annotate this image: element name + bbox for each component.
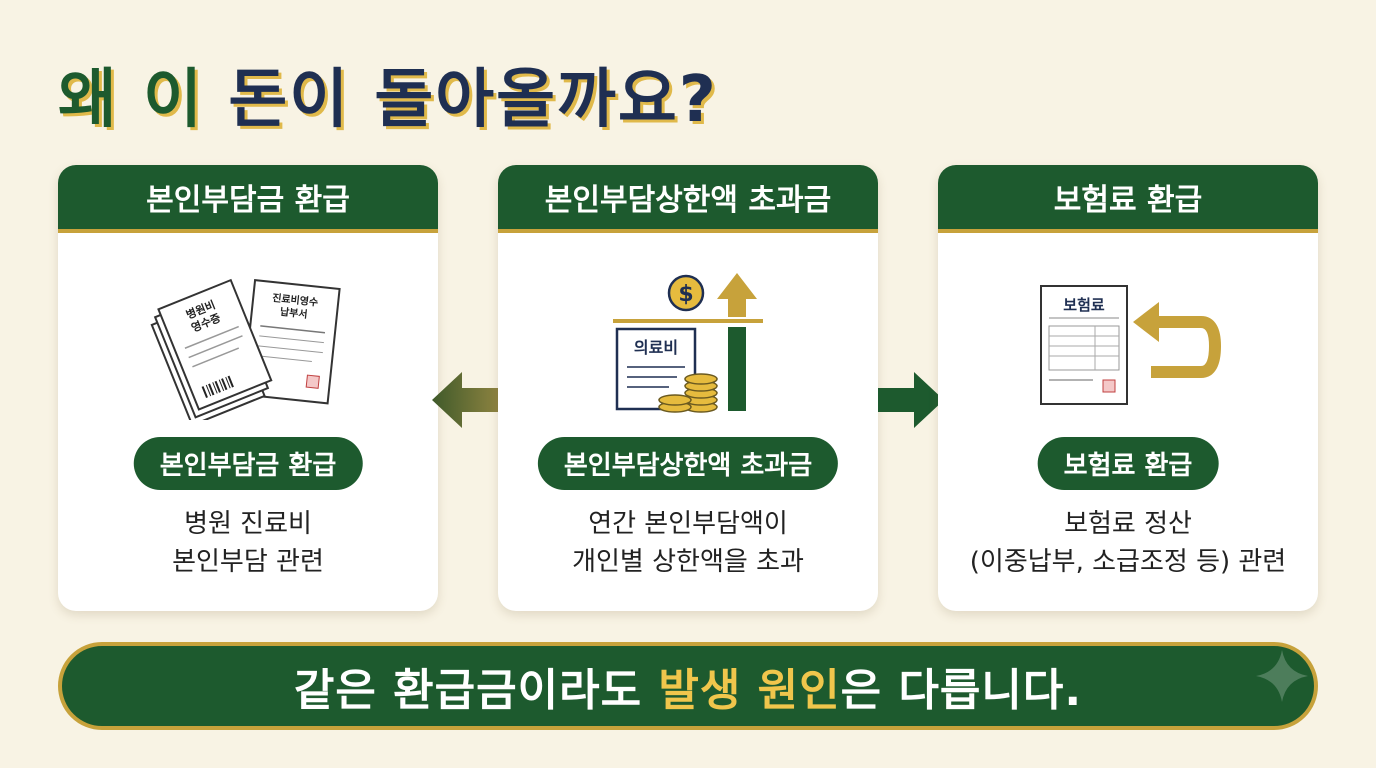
receipt-stack-icon: 진료비영수 납부서 병원비 영수증 — [58, 265, 438, 425]
banner-text-part1: 같은 환급금이라도 — [293, 665, 659, 716]
coins-rising-icon: $ 의료비 — [498, 265, 878, 425]
svg-text:납부서: 납부서 — [279, 305, 308, 321]
title-part1: 왜 이 — [58, 63, 229, 137]
desc-line: 병원 진료비 — [184, 509, 312, 539]
desc-line: 연간 본인부담액이 — [588, 509, 788, 539]
page-title: 왜 이 돈이 돌아올까요? — [58, 48, 718, 140]
sparkle-icon — [1254, 648, 1310, 708]
title-part2: 돈이 — [228, 63, 375, 137]
desc-line: 본인부담 관련 — [172, 547, 324, 577]
title-part3: 돌아올까요? — [374, 63, 718, 137]
card-pill-label: 본인부담상한액 초과금 — [537, 437, 839, 490]
card-header: 보험료 환급 — [938, 165, 1318, 233]
card-header: 본인부담금 환급 — [58, 165, 438, 233]
card-copay-refund: 본인부담금 환급 진료비영수 납부서 병원비 영수증 — [58, 165, 438, 611]
card-cap-excess: 본인부담상한액 초과금 $ 의료비 본인부담상한액 초과금 — [498, 165, 878, 611]
insurance-refund-icon: 보험료 — [938, 265, 1318, 425]
card-description: 연간 본인부담액이 개인별 상한액을 초과 — [498, 505, 878, 581]
right-arrow-icon — [878, 372, 944, 432]
card-premium-refund: 보험료 환급 보험료 보험료 환급 보험료 정산 (이중납부, 소급조정 등) … — [938, 165, 1318, 611]
banner-highlight: 발생 원인 — [658, 665, 841, 716]
doc-label: 보험료 — [1063, 296, 1105, 314]
doc-label: 의료비 — [634, 338, 678, 357]
card-description: 병원 진료비 본인부담 관련 — [58, 505, 438, 581]
banner-text-part2: 은 다릅니다. — [840, 665, 1083, 716]
svg-text:$: $ — [678, 282, 693, 307]
desc-line: 개인별 상한액을 초과 — [572, 547, 804, 577]
desc-line: 보험료 정산 — [1064, 509, 1192, 539]
card-description: 보험료 정산 (이중납부, 소급조정 등) 관련 — [938, 505, 1318, 581]
card-pill-label: 보험료 환급 — [1037, 437, 1219, 490]
desc-line: (이중납부, 소급조정 등) 관련 — [969, 547, 1287, 577]
card-pill-label: 본인부담금 환급 — [133, 437, 363, 490]
left-arrow-icon — [432, 372, 498, 432]
card-header: 본인부담상한액 초과금 — [498, 165, 878, 233]
